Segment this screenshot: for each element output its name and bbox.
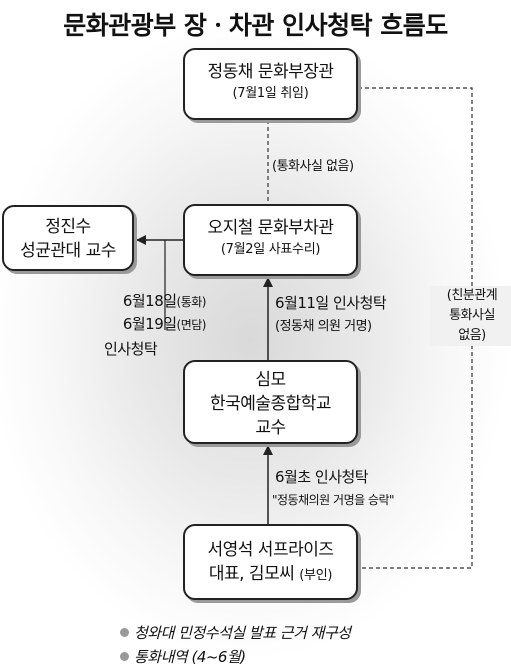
seo-line1: 서영석 서프라이즈 — [207, 540, 334, 560]
label-early-june: 6월초 인사청탁 — [275, 468, 369, 486]
minister-name: 정동채 문화부장관 — [207, 62, 334, 82]
vice-minister-name: 오지철 문화부차관 — [207, 218, 334, 238]
label-june18: 6월18일(통화) — [122, 292, 207, 310]
bullet-icon — [120, 652, 129, 661]
label-no-call: (통화사실 없음) — [272, 159, 354, 174]
vice-minister-note: (7월2일 사표수리) — [220, 242, 321, 257]
label-right-relation: (친분관계 통화사실 없음) — [430, 286, 511, 346]
box-vice-minister: 오지철 문화부차관 (7월2일 사표수리) — [183, 204, 358, 276]
box-professor-jung: 정진수 성균관대 교수 — [2, 205, 134, 271]
box-professor-sim: 심모 한국예술종합학교 교수 — [183, 360, 358, 444]
seo-line2: 대표, 김모씨 (부인) — [208, 564, 333, 584]
bullet-icon — [120, 628, 129, 637]
box-seo: 서영석 서프라이즈 대표, 김모씨 (부인) — [183, 524, 358, 600]
professor-jung-name: 정진수 — [45, 217, 91, 237]
box-minister: 정동채 문화부장관 (7월1일 취임) — [183, 48, 358, 120]
professor-sim-name: 심모 — [255, 370, 286, 390]
professor-jung-affiliation: 성균관대 교수 — [20, 241, 116, 261]
label-early-june-note: "정동채의원 거명을 승락" — [272, 493, 395, 507]
label-june19: 6월19일(면담) — [122, 315, 207, 333]
label-left-request: 인사청탁 — [104, 340, 158, 358]
professor-sim-school: 한국예술종합학교 — [209, 394, 332, 414]
diagram-title: 문화관광부 장ㆍ차관 인사청탁 흐름도 — [63, 11, 448, 40]
footnote-source: 청와대 민정수석실 발표 근거 재구성 — [120, 622, 351, 643]
footnote-call-records: 통화내역 (4~6월) — [120, 646, 246, 667]
professor-sim-title: 교수 — [255, 418, 286, 438]
label-june11-note: (정동채 의원 거명) — [275, 319, 372, 334]
label-june11: 6월11일 인사청탁 — [275, 294, 387, 312]
minister-note: (7월1일 취임) — [232, 86, 309, 101]
